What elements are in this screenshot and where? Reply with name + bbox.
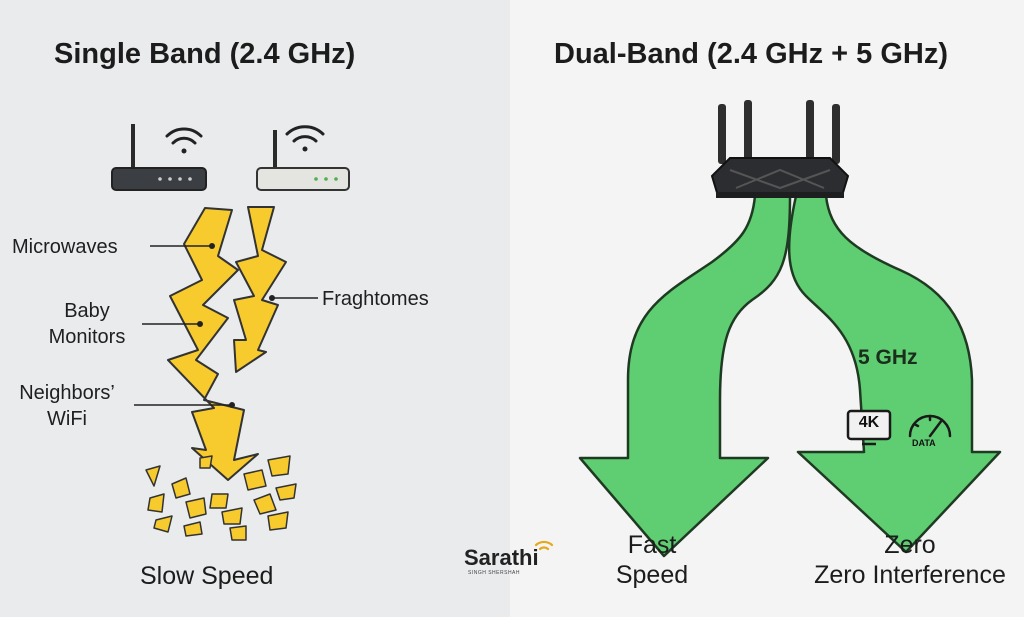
fast-speed-label: Fast Speed xyxy=(615,531,689,589)
slow-speed-label: Slow Speed xyxy=(140,562,274,590)
badge-4k-text: 4K xyxy=(858,414,880,431)
router-icon xyxy=(111,124,207,191)
brand-tagline: SINGH SHERSHAH xyxy=(468,570,521,576)
router-icon xyxy=(256,130,350,191)
wifi-icon xyxy=(165,127,203,154)
lightning-bolt-icon xyxy=(167,206,287,481)
brand-logo: Sarathi xyxy=(464,545,539,570)
tv-4k-icon xyxy=(846,409,892,446)
zero-interference-label: Zero Zero Interference xyxy=(814,531,1006,589)
single-band-title: Single Band (2.4 GHz) xyxy=(54,38,356,70)
speedometer-icon xyxy=(908,414,952,438)
wifi-icon xyxy=(285,125,325,152)
badge-data-text: DATA xyxy=(912,438,936,448)
label-baby-monitors: Baby Monitors xyxy=(48,300,126,348)
router-icon xyxy=(710,100,850,198)
label-neighbors-wifi: Neighbors’ WiFi xyxy=(19,382,115,430)
dual-band-title: Dual-Band (2.4 GHz + 5 GHz) xyxy=(554,38,948,70)
band-5ghz-label: 5 GHz xyxy=(858,346,918,369)
label-fraghtomes: Fraghtomes xyxy=(322,288,429,310)
label-microwaves: Microwaves xyxy=(12,236,118,258)
